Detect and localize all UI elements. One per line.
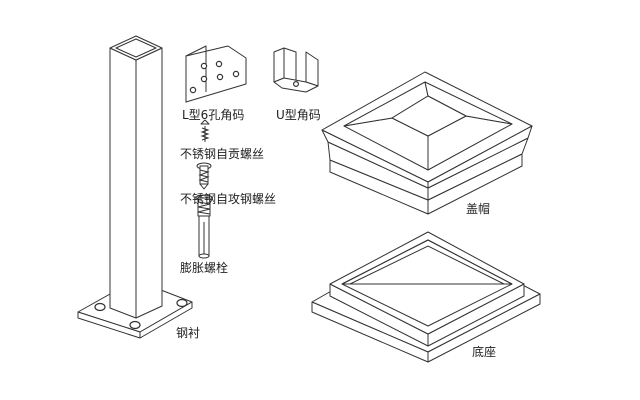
label-cap: 盖帽: [466, 201, 490, 216]
cap-rim-front-right: [427, 125, 533, 189]
liner-tube-front-face: [109, 47, 137, 319]
self-tapping-screw-drawing: [196, 162, 212, 190]
base-plate-front-right: [427, 293, 541, 363]
l-bracket-drawing: [185, 45, 247, 103]
label-u-bracket: U型角码: [276, 108, 321, 122]
liner-tube-right-face: [135, 47, 163, 319]
cap-drawing: [321, 71, 533, 215]
label-self-tapping-screw: 不锈钢自攻钢螺丝: [180, 192, 276, 206]
expansion-bolt-drawing: [195, 194, 213, 259]
base-drawing: [311, 231, 541, 363]
liner-plate-hole-front: [129, 320, 141, 330]
l-bracket-hole-5: [189, 86, 197, 94]
l-bracket-hole-3: [200, 75, 208, 83]
liner-base-plate-front-right: [139, 301, 193, 339]
u-bracket-hole: [293, 80, 300, 87]
l-bracket-face: [185, 45, 247, 103]
l-bracket-hole-6: [232, 70, 240, 78]
u-bracket-drawing: [273, 47, 319, 93]
steel-liner-drawing: [77, 35, 193, 339]
label-base: 底座: [472, 344, 496, 359]
l-bracket-hole-1: [200, 62, 208, 70]
liner-plate-hole-left: [94, 302, 106, 312]
l-bracket-hole-4: [216, 73, 224, 81]
liner-plate-hole-right: [176, 298, 188, 308]
cap-pyramid-top: [391, 95, 467, 137]
label-l-bracket: L型6孔角码: [182, 108, 244, 122]
l-bracket-hole-2: [215, 60, 223, 68]
liner-tube-top-hole: [115, 38, 157, 58]
u-bracket-left-wall: [273, 47, 285, 83]
label-steel-liner: 钢衬: [176, 326, 200, 340]
label-self-drilling-screw: 不锈钢自贡螺丝: [180, 147, 264, 161]
u-bracket-right-wall: [305, 51, 319, 87]
label-expansion-bolt: 膨胀螺栓: [180, 260, 228, 275]
self-drilling-screw-drawing: [200, 119, 210, 142]
